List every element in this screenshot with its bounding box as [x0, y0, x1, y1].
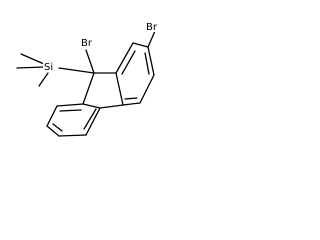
br-ring-label-bg	[145, 20, 162, 32]
molecule-structure-diagram: Br Br Si	[16, 20, 162, 137]
bond-c3-c4-inner	[144, 52, 150, 75]
bond-c6-c5a	[99, 104, 124, 109]
atom-br-ring: Br	[146, 22, 158, 33]
atom-si: Si	[44, 62, 53, 73]
bond-c6b-c5b	[58, 134, 87, 137]
si-label-bg	[43, 60, 57, 72]
bond-c1-c2-inner	[121, 50, 136, 75]
bond-c4b-c9a	[82, 103, 101, 109]
bond-si-me1	[20, 53, 45, 65]
bond-c9-si	[58, 67, 95, 74]
br-top-label-bg	[80, 36, 96, 48]
bond-c1-c2	[115, 42, 134, 74]
bond-si-me2	[16, 66, 45, 69]
bond-c9-br	[85, 49, 95, 74]
bond-c3-br	[147, 30, 156, 48]
atom-br-top: Br	[81, 38, 93, 49]
bond-c7-c6b-inner	[52, 123, 63, 132]
atom-labels: Br Br Si	[43, 20, 162, 73]
bond-c5b-c4b	[85, 107, 101, 136]
bond-c9-c9a	[82, 72, 95, 105]
bond-c9a-c8	[56, 103, 84, 107]
bond-c5b-c4b-inner	[83, 108, 97, 130]
bond-c4-c5	[139, 74, 155, 104]
bond-c8-c7	[46, 105, 58, 127]
bond-si-me3	[38, 72, 49, 87]
bond-c6-c1	[115, 72, 124, 106]
bond-c3-c4	[147, 46, 155, 76]
bond-c5-c6-inner	[124, 97, 138, 100]
bond-c7-c6b	[46, 125, 60, 137]
bond-c5-c6	[122, 102, 141, 106]
bond-c2-c3	[132, 42, 149, 48]
bonds	[16, 30, 156, 137]
bond-c9a-c8-inner	[59, 109, 82, 112]
